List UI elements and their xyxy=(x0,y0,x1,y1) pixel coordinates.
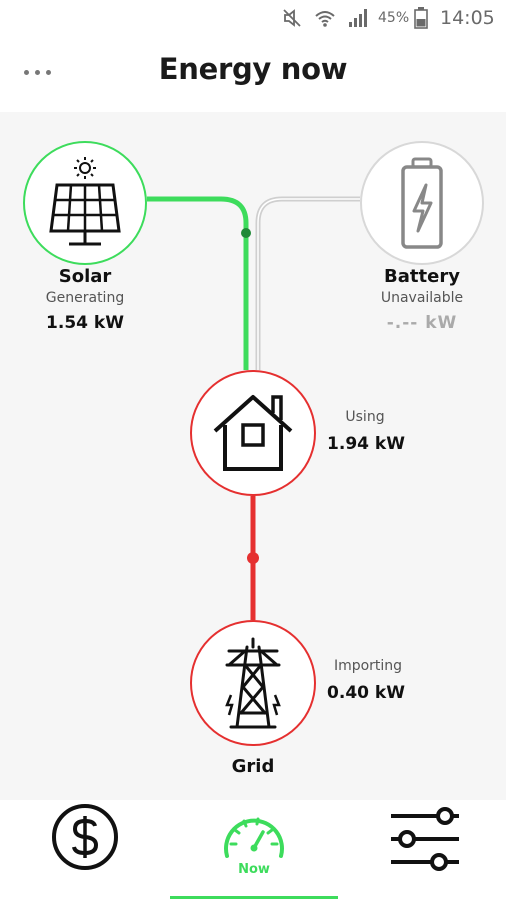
speedometer-icon xyxy=(224,817,284,858)
sliders-icon xyxy=(391,807,459,871)
battery-percent: 45% xyxy=(378,10,410,26)
battery-value: -.-- kW xyxy=(386,313,458,333)
nav-cost-tab[interactable] xyxy=(30,800,140,900)
battery-icon xyxy=(401,157,443,249)
house-icon xyxy=(213,395,293,471)
active-tab-indicator xyxy=(170,896,338,899)
solar-title: Solar xyxy=(58,266,112,287)
grid-status: Importing xyxy=(333,658,403,674)
solar-panel-icon xyxy=(49,157,121,246)
battery-status: Unavailable xyxy=(380,290,464,306)
home-status: Using xyxy=(345,409,385,425)
solar-status: Generating xyxy=(45,290,125,306)
solar-junction-dot xyxy=(241,228,251,238)
solar-node[interactable] xyxy=(23,141,147,265)
status-bar: 45% 14:05 xyxy=(0,0,506,34)
page-title: Energy now xyxy=(158,52,348,86)
nav-now-tab[interactable]: Now xyxy=(170,800,338,900)
home-value: 1.94 kW xyxy=(327,434,405,454)
battery-flow-line xyxy=(255,196,360,370)
app-header: Energy now xyxy=(0,34,506,112)
signal-icon xyxy=(348,7,370,29)
grid-value: 0.40 kW xyxy=(327,683,405,703)
flow-lines xyxy=(147,196,360,620)
more-dots-icon[interactable] xyxy=(24,62,58,82)
solar-value: 1.54 kW xyxy=(46,313,124,333)
grid-flow-dot xyxy=(247,552,259,564)
grid-node[interactable] xyxy=(190,620,316,746)
nav-settings-tab[interactable] xyxy=(370,800,480,900)
clock: 14:05 xyxy=(440,7,495,29)
wifi-icon xyxy=(314,7,336,29)
battery-title: Battery xyxy=(384,266,460,287)
battery-node[interactable] xyxy=(360,141,484,265)
mute-icon xyxy=(282,7,302,29)
home-node[interactable] xyxy=(190,370,316,496)
nav-now-label: Now xyxy=(238,862,270,877)
pylon-icon xyxy=(225,637,281,729)
energy-flow-panel: Solar Generating 1.54 kW Battery Unavail… xyxy=(0,112,506,800)
battery-charging-icon xyxy=(414,7,428,29)
sun-icon xyxy=(74,157,96,179)
dollar-icon xyxy=(52,804,118,870)
bottom-nav: Now xyxy=(0,800,506,900)
solar-flow-line xyxy=(147,196,249,370)
grid-title: Grid xyxy=(231,756,275,777)
